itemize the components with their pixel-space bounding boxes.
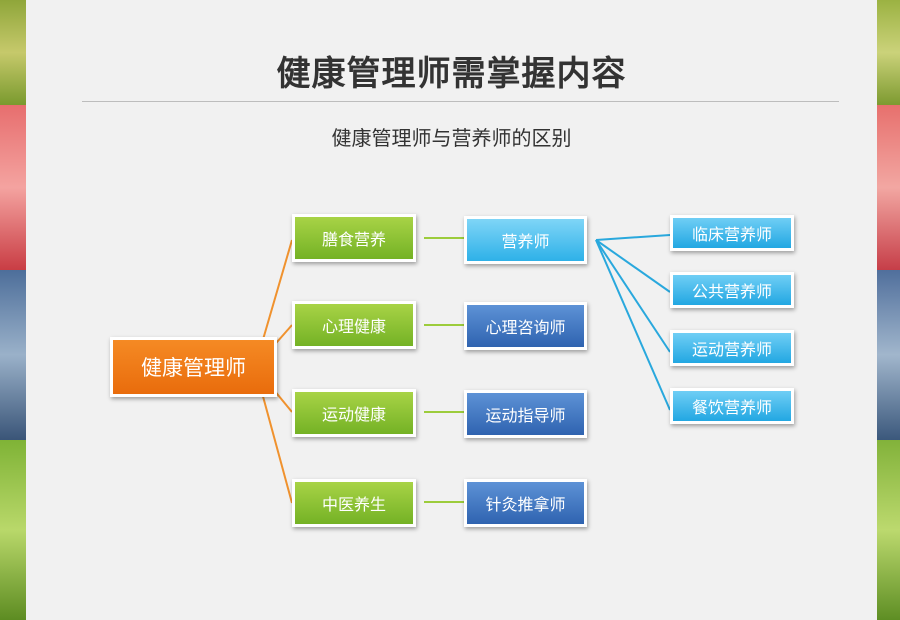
page-title: 健康管理师需掌握内容: [276, 54, 627, 94]
slide: 健康管理师需掌握内容 健康管理师与营养师的区别 健康管理师 膳食营养 心理健康 …: [26, 0, 877, 620]
connector-nutritionist-public: [595, 239, 671, 293]
root-node-health-manager: 健康管理师: [110, 337, 277, 397]
role-node-psych-counselor: 心理咨询师: [464, 302, 587, 350]
title-divider: [82, 101, 839, 102]
domain-node-tcm-wellness: 中医养生: [292, 479, 416, 527]
domain-node-exercise-health: 运动健康: [292, 389, 416, 437]
connector-nutritionist-sports: [595, 239, 671, 353]
connector-nutritionist-catering: [595, 239, 671, 411]
connector-lines: [254, 234, 671, 504]
role-node-exercise-instructor: 运动指导师: [464, 390, 587, 438]
domain-node-diet-nutrition: 膳食营养: [292, 214, 416, 262]
role-node-nutritionist: 营养师: [464, 216, 587, 264]
leaf-node-public-nutritionist: 公共营养师: [670, 272, 794, 308]
connector-nutritionist-clinical: [595, 234, 671, 241]
page-subtitle: 健康管理师与营养师的区别: [331, 126, 572, 150]
leaf-node-sports-nutritionist: 运动营养师: [670, 330, 794, 366]
leaf-node-catering-nutritionist: 餐饮营养师: [670, 388, 794, 424]
nutritionist-connectors: [595, 234, 671, 411]
role-node-acupuncturist: 针灸推拿师: [464, 479, 587, 527]
leaf-node-clinical-nutritionist: 临床营养师: [670, 215, 794, 251]
decorative-photo-strip-right: [877, 0, 900, 620]
decorative-photo-strip-left: [0, 0, 26, 620]
domain-connectors: [424, 237, 464, 503]
domain-node-mental-health: 心理健康: [292, 301, 416, 349]
